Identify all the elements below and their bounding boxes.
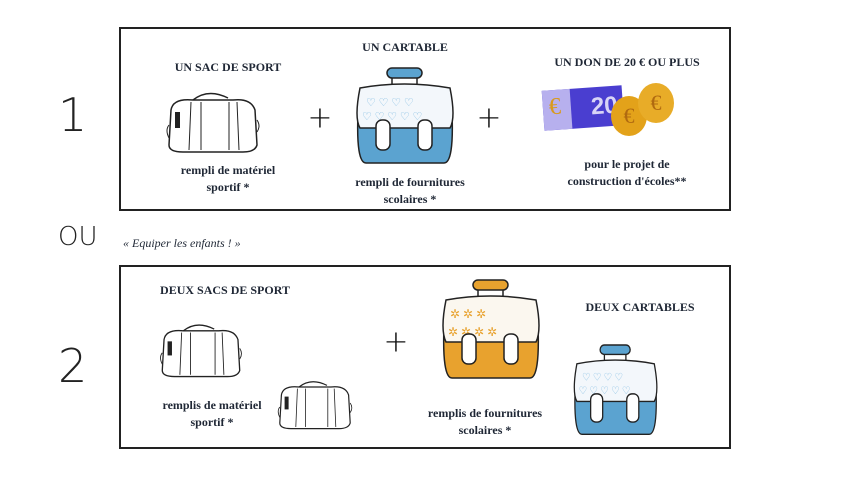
blue-schoolbag-icon bbox=[573, 344, 658, 436]
donation-title: UN DON DE 20 € OU PLUS bbox=[554, 55, 700, 69]
quote: « Equiper les enfants ! » bbox=[123, 236, 241, 250]
option-number-2: 2 bbox=[58, 339, 88, 393]
blue-schoolbag-icon bbox=[356, 67, 454, 164]
sport-bags-title: DEUX SACS DE SPORT bbox=[160, 283, 290, 297]
desc-line: scolaires * bbox=[383, 192, 437, 206]
schoolbag-title: UN CARTABLE bbox=[362, 40, 448, 54]
orange-schoolbag-icon bbox=[442, 279, 540, 379]
schoolbags-desc: remplis de fournitures scolaires * bbox=[428, 405, 542, 439]
desc-line: sportif * bbox=[206, 180, 250, 194]
schoolbags-title: DEUX CARTABLES bbox=[585, 300, 695, 314]
donation-desc: pour le projet de construction d'écoles** bbox=[568, 156, 687, 190]
sport-bag-icon bbox=[166, 92, 260, 153]
plus-sign: + bbox=[476, 100, 502, 136]
desc-line: sportif * bbox=[190, 415, 234, 429]
plus-sign: + bbox=[307, 100, 333, 136]
option-2-box bbox=[119, 265, 731, 449]
schoolbag-desc: rempli de fournitures scolaires * bbox=[355, 174, 465, 208]
desc-line: remplis de fournitures bbox=[427, 406, 543, 420]
or-separator: OU bbox=[58, 222, 98, 252]
desc-line: rempli de fournitures bbox=[355, 175, 465, 189]
sport-bags-desc: remplis de matériel sportif * bbox=[162, 397, 261, 431]
note-currency: € bbox=[547, 93, 562, 121]
desc-line: construction d'écoles** bbox=[567, 174, 687, 188]
sport-bag-desc: rempli de matériel sportif * bbox=[181, 162, 275, 196]
option-1-box bbox=[119, 27, 731, 211]
desc-line: scolaires * bbox=[458, 423, 512, 437]
option-number-1: 1 bbox=[58, 88, 88, 142]
coin-icon: € bbox=[638, 83, 674, 123]
desc-line: rempli de matériel bbox=[180, 163, 276, 177]
sport-bag-icon bbox=[277, 381, 353, 430]
sport-bag-title: UN SAC DE SPORT bbox=[174, 60, 282, 74]
sport-bag-icon bbox=[159, 324, 243, 378]
desc-line: remplis de matériel bbox=[162, 398, 262, 412]
plus-sign: + bbox=[383, 324, 409, 360]
desc-line: pour le projet de bbox=[584, 157, 670, 171]
